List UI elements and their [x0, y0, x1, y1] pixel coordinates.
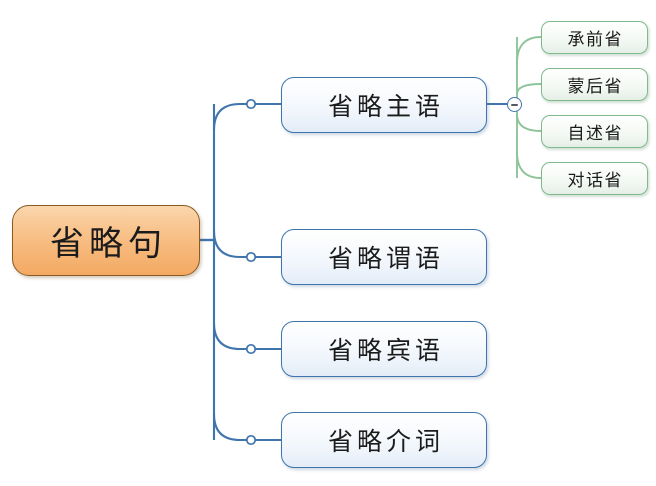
junction-dot-binyu: [245, 343, 257, 355]
branch-junction-markers: [245, 98, 257, 446]
connector-to-shenglue-zhuyu: [212, 102, 281, 131]
node-shenglue-jieci[interactable]: 省略介词: [281, 412, 487, 468]
node-duihuashen[interactable]: 对话省: [541, 162, 648, 195]
connector-to-zishushen: [516, 113, 542, 132]
connector-to-menghoushen: [516, 83, 542, 95]
node-shenglue-binyu[interactable]: 省略宾语: [281, 321, 487, 377]
junction-dot-jieci: [245, 434, 257, 446]
junction-dot-weiyu: [245, 251, 257, 263]
junction-dot-zhuyu: [245, 98, 257, 110]
node-chengqianshen[interactable]: 承前省: [541, 21, 648, 54]
collapse-toggle-icon[interactable]: [507, 97, 522, 112]
node-zishushen[interactable]: 自述省: [541, 115, 648, 148]
node-shenglue-zhuyu[interactable]: 省略主语: [281, 77, 487, 133]
node-menghoushen[interactable]: 蒙后省: [541, 68, 648, 101]
connector-to-shenglue-jieci: [212, 413, 281, 442]
connector-to-duihuashen: [516, 151, 542, 179]
connector-to-shenglue-binyu: [212, 322, 281, 351]
connector-to-chengqianshen: [516, 36, 542, 64]
node-shenglue-weiyu[interactable]: 省略谓语: [281, 229, 487, 285]
connector-to-shenglue-weiyu: [212, 230, 281, 259]
root-node-shenglueju[interactable]: 省略句: [12, 205, 200, 276]
